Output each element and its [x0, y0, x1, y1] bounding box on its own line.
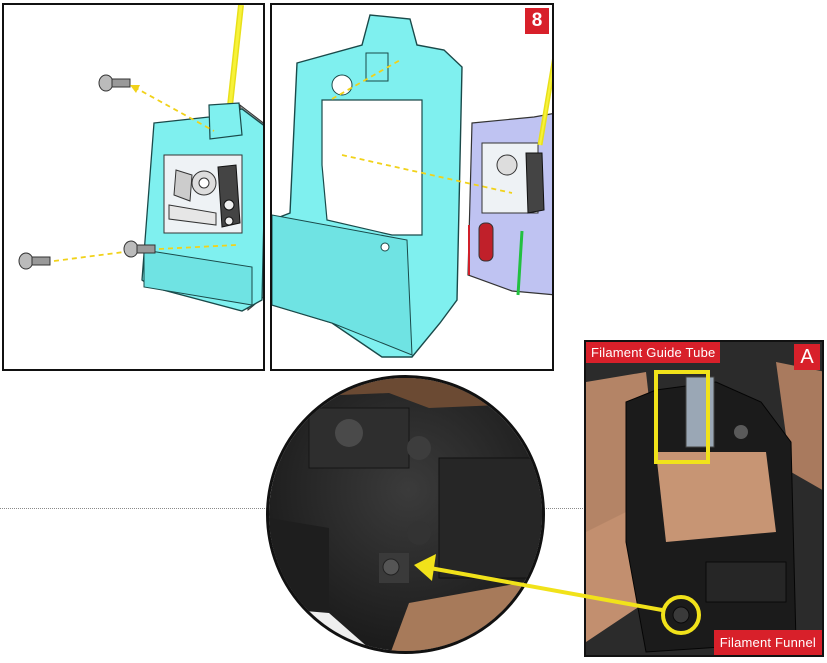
- step-illustration-housing-removal: 8: [270, 3, 554, 371]
- screw-bottom: [19, 253, 50, 269]
- closeup-photo-render: [269, 378, 545, 654]
- guide-tube-label: Filament Guide Tube: [586, 342, 720, 363]
- extruder-screws-diagram: [4, 5, 265, 371]
- screw-top: [99, 75, 130, 91]
- step-illustration-screws: [2, 3, 265, 371]
- photo-a-bracket: Filament Guide Tube Filament Funnel A: [584, 340, 824, 657]
- step-number-badge: 8: [525, 8, 549, 34]
- bracket-photo-render: [586, 342, 824, 657]
- funnel-label: Filament Funnel: [714, 630, 822, 655]
- funnel-closeup-photo: [266, 375, 545, 654]
- housing-separation-diagram: [272, 5, 554, 371]
- photo-badge: A: [794, 344, 820, 370]
